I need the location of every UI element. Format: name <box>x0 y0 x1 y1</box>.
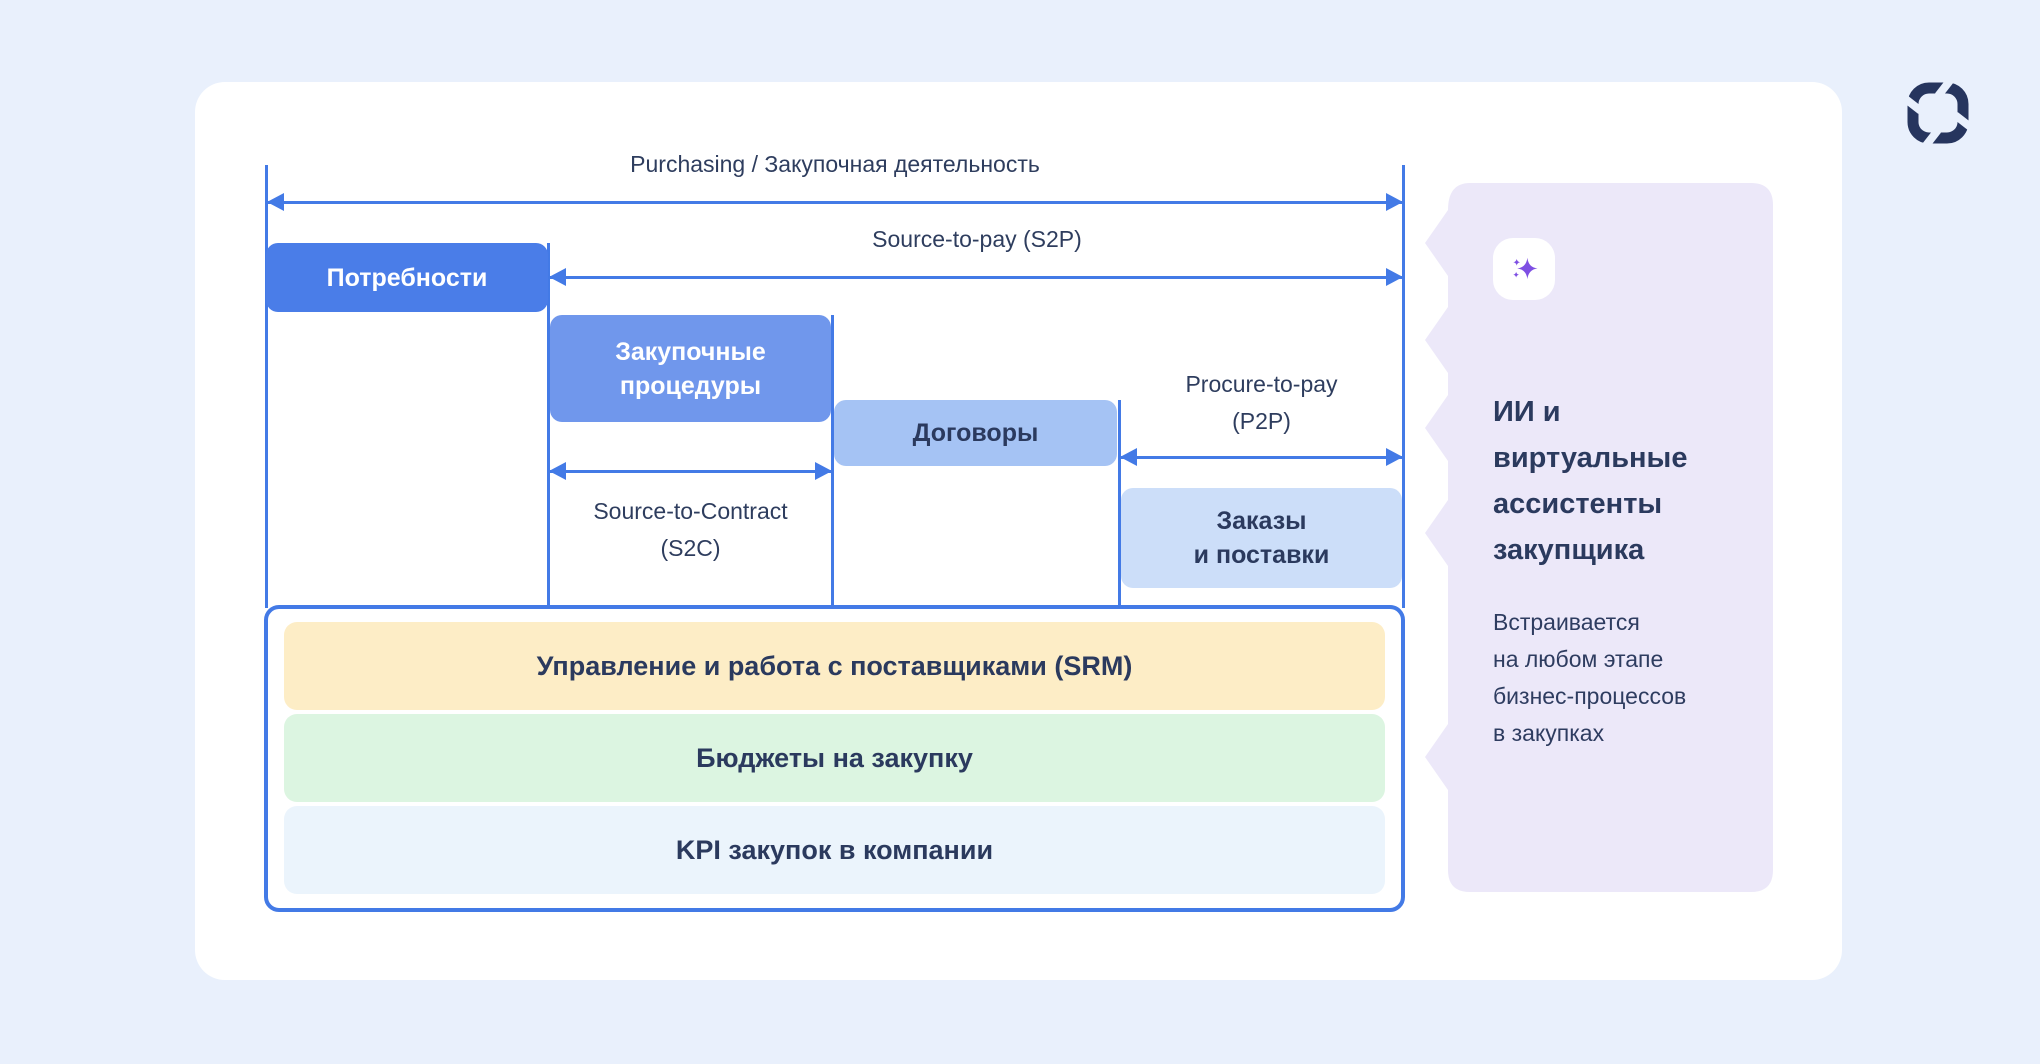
foundation-container: Управление и работа с поставщиками (SRM)… <box>264 605 1405 912</box>
s2p-scope-label: Source-to-pay (S2P) <box>872 226 1082 252</box>
ai-assistant-panel: ИИ и виртуальные ассистенты закупщика Вс… <box>1425 183 1773 892</box>
arrow-left-head-icon <box>549 268 566 286</box>
divider-procedures-contracts <box>831 315 834 608</box>
divider-right <box>1402 165 1405 608</box>
stage-box-needs: Потребности <box>266 243 548 312</box>
purchasing-scope-arrow <box>267 193 1403 211</box>
arrow-left-head-icon <box>267 193 284 211</box>
arrow-right-head-icon <box>1386 268 1403 286</box>
purchasing-scope-label: Purchasing / Закупочная деятельность <box>630 151 1040 177</box>
sparkles-icon-badge <box>1493 238 1555 300</box>
panel-description: Встраивается на любом этапе бизнес-проце… <box>1493 609 1687 746</box>
s2p-scope-arrow <box>549 268 1403 286</box>
divider-contracts-orders <box>1118 400 1121 608</box>
arrow-right-head-icon <box>1386 448 1403 466</box>
arrow-right-head-icon <box>815 462 832 480</box>
foundation-row-kpi: KPI закупок в компании <box>284 806 1385 894</box>
p2p-scope-arrow <box>1120 448 1403 466</box>
s2c-scope-label: Source-to-Contract (S2C) <box>593 498 788 561</box>
divider-needs-procedures <box>547 243 550 608</box>
p2p-scope-label: Procure-to-pay (P2P) <box>1185 371 1338 434</box>
stage-box-procurement-procedures: Закупочные процедуры <box>550 315 831 422</box>
sparkles-icon <box>1513 257 1538 280</box>
panel-title: ИИ и виртуальные ассистенты закупщика <box>1493 396 1688 566</box>
stage-box-orders-deliveries: Заказы и поставки <box>1121 488 1402 588</box>
brand-logo-icon <box>1905 80 1971 146</box>
arrow-left-head-icon <box>1120 448 1137 466</box>
arrow-left-head-icon <box>549 462 566 480</box>
foundation-row-budgets: Бюджеты на закупку <box>284 714 1385 802</box>
foundation-row-srm: Управление и работа с поставщиками (SRM) <box>284 622 1385 710</box>
stage-box-contracts: Договоры <box>834 400 1117 466</box>
divider-left <box>265 165 268 608</box>
s2c-scope-arrow <box>549 462 832 480</box>
arrow-right-head-icon <box>1386 193 1403 211</box>
notched-panel-shape <box>1425 183 1773 892</box>
